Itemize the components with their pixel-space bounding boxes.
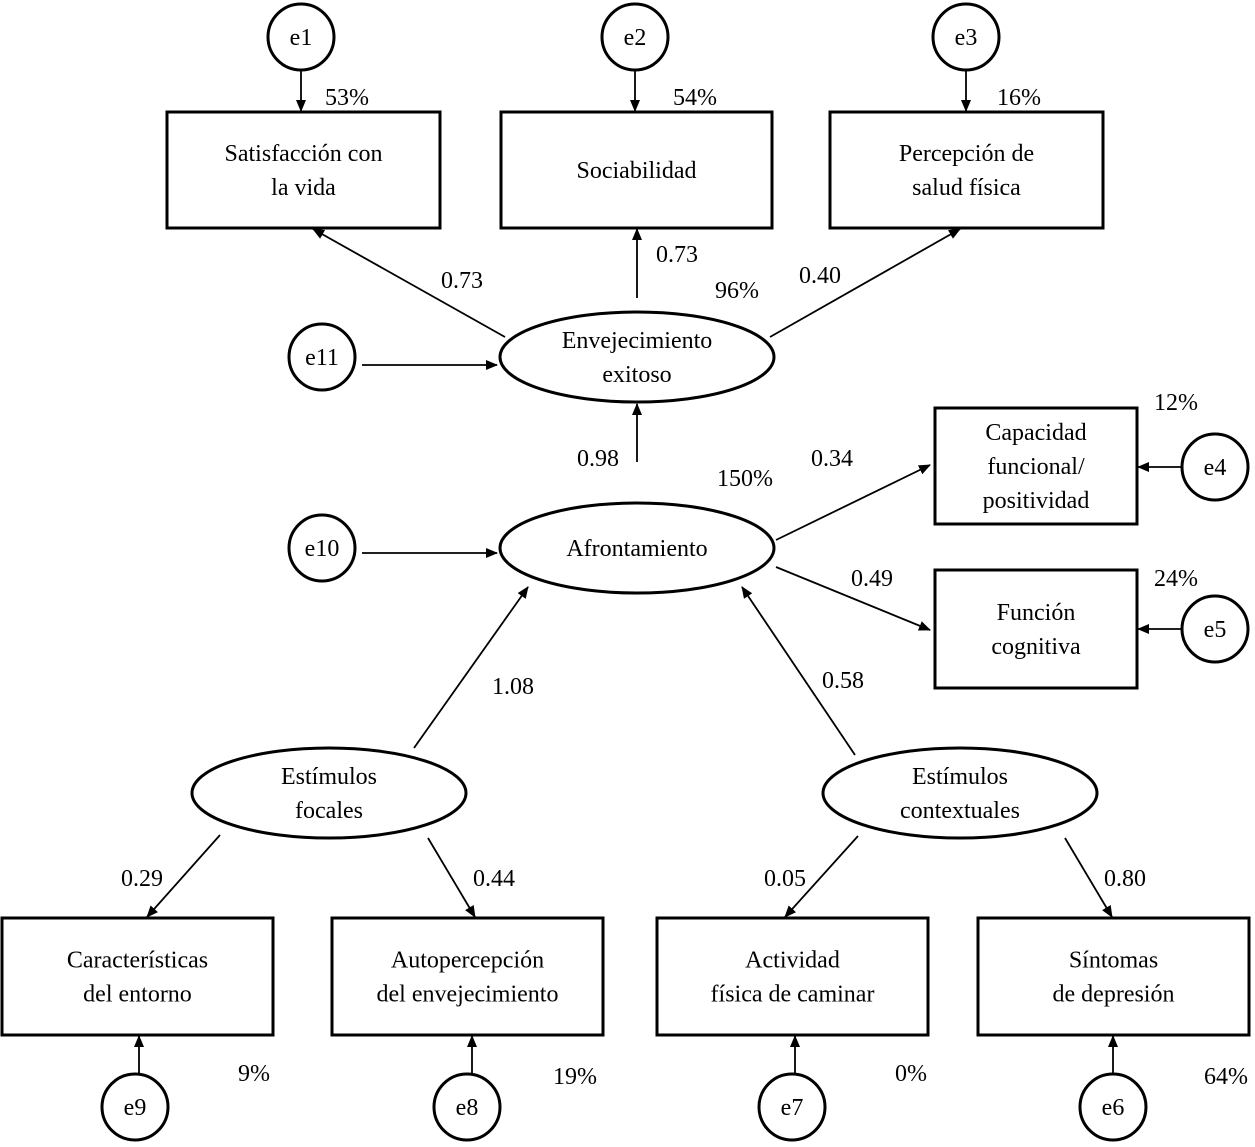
arrow-focales-autopercepcion <box>427 837 476 918</box>
observed-label: Síntomas <box>1069 948 1158 974</box>
observed-label: Autopercepción <box>391 948 544 974</box>
error-term-e2: e2 <box>600 2 670 72</box>
observed-label: cognitiva <box>991 634 1081 660</box>
path-coefficient-contextuales_afrontamiento: 0.58 <box>822 668 864 694</box>
explained-variance-actividad: 0% <box>895 1061 927 1087</box>
path-coefficient-contextuales_actividad: 0.05 <box>764 866 806 892</box>
arrow-contextuales-actividad <box>784 835 859 918</box>
arrow-afrontamiento-capacidad <box>775 464 931 541</box>
observed-label: Función <box>997 600 1076 626</box>
explained-variance-sintomas: 64% <box>1204 1064 1248 1090</box>
latent-label: Estímulos <box>912 764 1008 790</box>
error-label: e8 <box>456 1095 479 1121</box>
observed-label: Capacidad <box>985 420 1086 446</box>
error-term-e4: e4 <box>1180 432 1250 502</box>
explained-variance-caracteristicas: 9% <box>238 1061 270 1087</box>
latent-variable-contextuales: Estímulos contextuales <box>821 746 1099 840</box>
error-label: e10 <box>305 536 340 562</box>
observed-label: funcional/ <box>987 454 1085 480</box>
observed-variable-sintomas: Síntomas de depresión <box>976 916 1251 1037</box>
error-term-e9: e9 <box>100 1072 170 1142</box>
observed-label: Satisfacción con <box>225 141 383 167</box>
observed-label: del entorno <box>83 982 192 1008</box>
error-term-e10: e10 <box>287 513 357 583</box>
error-term-e7: e7 <box>757 1072 827 1142</box>
latent-label: Estímulos <box>281 764 377 790</box>
path-coefficient-contextuales_sintomas: 0.80 <box>1104 866 1146 892</box>
observed-label: Actividad <box>745 948 840 974</box>
arrow-afrontamiento-funcion <box>775 566 931 631</box>
error-term-e6: e6 <box>1078 1072 1148 1142</box>
observed-label: del envejecimiento <box>377 982 559 1008</box>
latent-variable-afrontamiento: Afrontamiento <box>498 501 776 595</box>
error-term-e5: e5 <box>1180 594 1250 664</box>
error-label: e11 <box>305 345 339 371</box>
observed-label: positividad <box>983 488 1090 514</box>
observed-variable-satisfaccion: Satisfacción con la vida <box>165 110 442 230</box>
observed-label: de depresión <box>1053 982 1175 1008</box>
path-coefficient-focales_autopercepcion: 0.44 <box>473 866 515 892</box>
error-term-e3: e3 <box>931 2 1001 72</box>
path-coefficient-envejecimiento_sociabilidad: 0.73 <box>656 242 698 268</box>
observed-label: salud física <box>912 175 1021 201</box>
error-term-e1: e1 <box>266 2 336 72</box>
latent-variable-focales: Estímulos focales <box>190 746 468 840</box>
latent-label: Envejecimiento <box>562 328 713 354</box>
path-coefficient-focales_afrontamiento: 1.08 <box>492 674 534 700</box>
arrow-focales-caracteristicas <box>146 834 221 918</box>
error-label: e2 <box>624 25 647 51</box>
explained-variance-autopercepcion: 19% <box>553 1064 597 1090</box>
path-coefficient-focales_caracteristicas: 0.29 <box>121 866 163 892</box>
latent-label: Afrontamiento <box>566 536 707 562</box>
observed-label: la vida <box>271 175 336 201</box>
arrow-envejecimiento-percepcion <box>769 228 961 338</box>
error-label: e1 <box>290 25 313 51</box>
observed-variable-percepcion: Percepción de salud física <box>828 110 1105 230</box>
error-label: e4 <box>1204 455 1227 481</box>
explained-variance-satisfaccion: 53% <box>325 85 369 111</box>
observed-variable-actividad: Actividad física de caminar <box>655 916 930 1037</box>
latent-label: exitoso <box>602 362 671 388</box>
observed-variable-funcion: Función cognitiva <box>933 568 1139 690</box>
path-coefficient-envejecimiento_satisfaccion: 0.73 <box>441 268 483 294</box>
path-coefficient-afrontamiento_capacidad: 0.34 <box>811 446 853 472</box>
observed-variable-autopercepcion: Autopercepción del envejecimiento <box>330 916 605 1037</box>
explained-variance-percepcion: 16% <box>997 85 1041 111</box>
path-coefficient-afrontamiento_envejecimiento: 0.98 <box>577 446 619 472</box>
observed-label: física de caminar <box>711 982 875 1008</box>
arrow-envejecimiento-satisfaccion <box>312 228 506 338</box>
explained-variance-sociabilidad: 54% <box>673 85 717 111</box>
error-label: e7 <box>781 1095 804 1121</box>
error-label: e6 <box>1102 1095 1125 1121</box>
explained-variance-envejecimiento: 96% <box>715 278 759 304</box>
latent-variable-envejecimiento: Envejecimiento exitoso <box>498 310 776 404</box>
latent-label: contextuales <box>900 798 1020 824</box>
observed-label: Sociabilidad <box>577 158 697 184</box>
error-label: e9 <box>124 1095 147 1121</box>
explained-variance-funcion: 24% <box>1154 566 1198 592</box>
arrow-focales-afrontamiento <box>413 586 529 749</box>
error-label: e5 <box>1204 617 1227 643</box>
latent-label: focales <box>295 798 363 824</box>
observed-variable-sociabilidad: Sociabilidad <box>499 110 774 230</box>
error-term-e11: e11 <box>287 322 357 392</box>
observed-variable-caracteristicas: Características del entorno <box>0 916 275 1037</box>
error-label: e3 <box>955 25 978 51</box>
error-term-e8: e8 <box>432 1072 502 1142</box>
arrow-contextuales-afrontamiento <box>741 586 856 756</box>
path-coefficient-envejecimiento_percepcion: 0.40 <box>799 263 841 289</box>
path-coefficient-afrontamiento_funcion: 0.49 <box>851 566 893 592</box>
arrow-contextuales-sintomas <box>1064 837 1113 918</box>
observed-variable-capacidad: Capacidad funcional/positividad <box>933 406 1139 526</box>
observed-label: Características <box>67 948 208 974</box>
explained-variance-capacidad: 12% <box>1154 390 1198 416</box>
explained-variance-afrontamiento: 150% <box>717 466 773 492</box>
observed-label: Percepción de <box>899 141 1034 167</box>
